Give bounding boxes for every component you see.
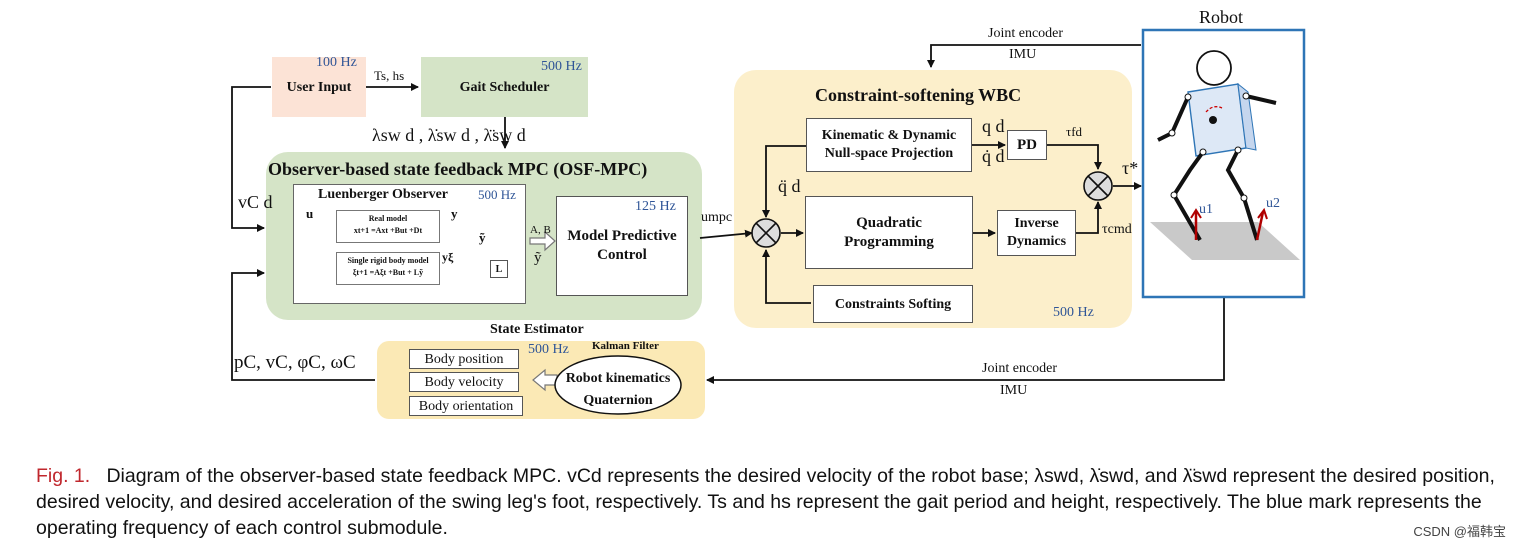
joint-encoder-top-label: Joint encoder	[988, 26, 1064, 41]
qddot-d-label: q̈ d	[778, 176, 801, 196]
vc-desired-label: vC d	[238, 192, 273, 212]
u2-label: u2	[1266, 196, 1280, 211]
kin-projection-label: Kinematic & Dynamic Null-space Projectio…	[821, 128, 957, 161]
robot-kinematics-label: Robot kinematics Quaternion	[560, 368, 676, 412]
kin-projection-box: Kinematic & Dynamic Null-space Projectio…	[806, 118, 972, 172]
arrow-constraints-to-sum	[762, 249, 811, 304]
luenberger-freq: 500 Hz	[478, 187, 516, 202]
arrow-kin-to-outputs	[532, 368, 558, 392]
u1-label: u1	[1199, 202, 1213, 217]
osf-mpc-title: Observer-based state feedback MPC (OSF-M…	[268, 159, 648, 179]
obs-u-label: u	[306, 206, 314, 221]
tau-cmd-label: τcmd	[1102, 222, 1132, 237]
arrow-robot-to-estimator	[706, 297, 1225, 384]
robot-title: Robot	[1199, 7, 1244, 27]
srb-model-eq: ξt+1 =Aξt +But + Lỹ	[352, 268, 424, 277]
pd-label: PD	[1017, 136, 1037, 153]
joint-encoder-bottom-label: Joint encoder	[982, 361, 1058, 376]
mpc-label: Model Predictive Control	[567, 228, 677, 263]
qd-label: q d	[982, 116, 1005, 136]
caption-text: Diagram of the observer-based state feed…	[36, 465, 1495, 539]
ts-hs-label: Ts, hs	[374, 68, 405, 83]
real-model-eq: xt+1 =Axt +But +Dt	[353, 226, 423, 235]
constraints-softing-box: Constraints Softing	[813, 285, 973, 323]
wbc-title: Constraint-softening WBC	[815, 85, 1022, 105]
srb-model-box: Single rigid body model ξt+1 =Aξt +But +…	[336, 252, 440, 285]
inverse-dynamics-label: Inverse Dynamics	[1006, 216, 1067, 249]
caption-fig-number: Fig. 1.	[36, 465, 91, 487]
constraints-softing-label: Constraints Softing	[834, 296, 952, 312]
product-node-icon	[1083, 171, 1113, 201]
l-gain-label: L	[495, 263, 503, 275]
imu-top-label: IMU	[1009, 47, 1037, 62]
state-estimator-title: State Estimator	[490, 322, 584, 337]
tau-fd-label: τfd	[1066, 124, 1083, 139]
arrow-umpc	[699, 229, 753, 239]
obs-y-label: y	[451, 206, 458, 221]
arrow-pd-to-mult	[1046, 144, 1102, 170]
obs-ytilde-label: ỹ	[479, 230, 486, 245]
csdn-watermark: CSDN @福韩宝	[1413, 524, 1506, 539]
diagram-connections	[231, 28, 1306, 415]
real-model-label: Real model	[368, 214, 408, 223]
inverse-dynamics-box: Inverse Dynamics	[997, 210, 1076, 256]
luenberger-title: Luenberger Observer	[318, 187, 448, 202]
obs-yxi-label: yξ	[442, 250, 454, 264]
arrow-vc-to-osf	[231, 86, 271, 232]
state-estimator-freq: 500 Hz	[528, 342, 569, 357]
body-velocity-label: Body velocity	[424, 374, 504, 390]
robot-kinematics-text: Robot kinematics	[565, 371, 671, 386]
gait-scheduler-box: Gait Scheduler	[421, 57, 588, 117]
body-position-label: Body position	[424, 351, 504, 367]
ab-label: A, B	[530, 224, 551, 236]
arrow-robot-to-wbc	[927, 44, 1141, 68]
mpc-box: Model Predictive Control	[556, 196, 688, 296]
arrow-estimator-to-osf	[231, 269, 375, 381]
pd-box: PD	[1007, 130, 1047, 160]
kalman-ellipse	[554, 355, 682, 415]
ytilde-label: ỹ	[534, 250, 542, 266]
qp-label: Quadratic Programming	[844, 214, 934, 250]
tau-star-label: τ*	[1122, 158, 1139, 178]
body-position-box: Body position	[409, 349, 519, 369]
imu-bottom-label: IMU	[1000, 383, 1028, 398]
mpc-freq: 125 Hz	[635, 199, 676, 214]
qp-box: Quadratic Programming	[805, 196, 973, 269]
wbc-freq: 500 Hz	[1053, 305, 1094, 320]
kalman-filter-label: Kalman Filter	[592, 340, 659, 352]
body-orientation-box: Body orientation	[409, 396, 523, 416]
user-input-box: User Input	[272, 57, 366, 117]
robot-illustration	[1150, 50, 1300, 260]
l-gain-box: L	[490, 260, 508, 278]
lambda-label: λsw d , λ̇sw d , λ̈sw d	[372, 125, 526, 145]
quaternion-text: Quaternion	[583, 393, 653, 408]
body-orientation-label: Body orientation	[418, 398, 514, 414]
figure-caption: Fig. 1. Diagram of the observer-based st…	[36, 463, 1506, 541]
gait-scheduler-label: Gait Scheduler	[459, 79, 550, 95]
umpc-label: umpc	[701, 210, 733, 225]
srb-model-label: Single rigid body model	[347, 256, 429, 265]
qdot-d-label: q̇ d	[982, 146, 1005, 166]
arrow-ab-to-mpc	[529, 230, 556, 252]
sum-node-icon	[751, 218, 781, 248]
real-model-box: Real model xt+1 =Axt +But +Dt	[336, 210, 440, 243]
user-input-freq: 100 Hz	[316, 55, 357, 70]
arrow-kin-to-sum	[762, 145, 806, 218]
body-velocity-box: Body velocity	[409, 372, 519, 392]
feedback-state-label: pC, vC, φC, ωC	[234, 352, 356, 373]
user-input-label: User Input	[286, 79, 352, 95]
gait-scheduler-freq: 500 Hz	[541, 59, 582, 74]
arrow-invdyn-to-mult	[1076, 201, 1102, 234]
